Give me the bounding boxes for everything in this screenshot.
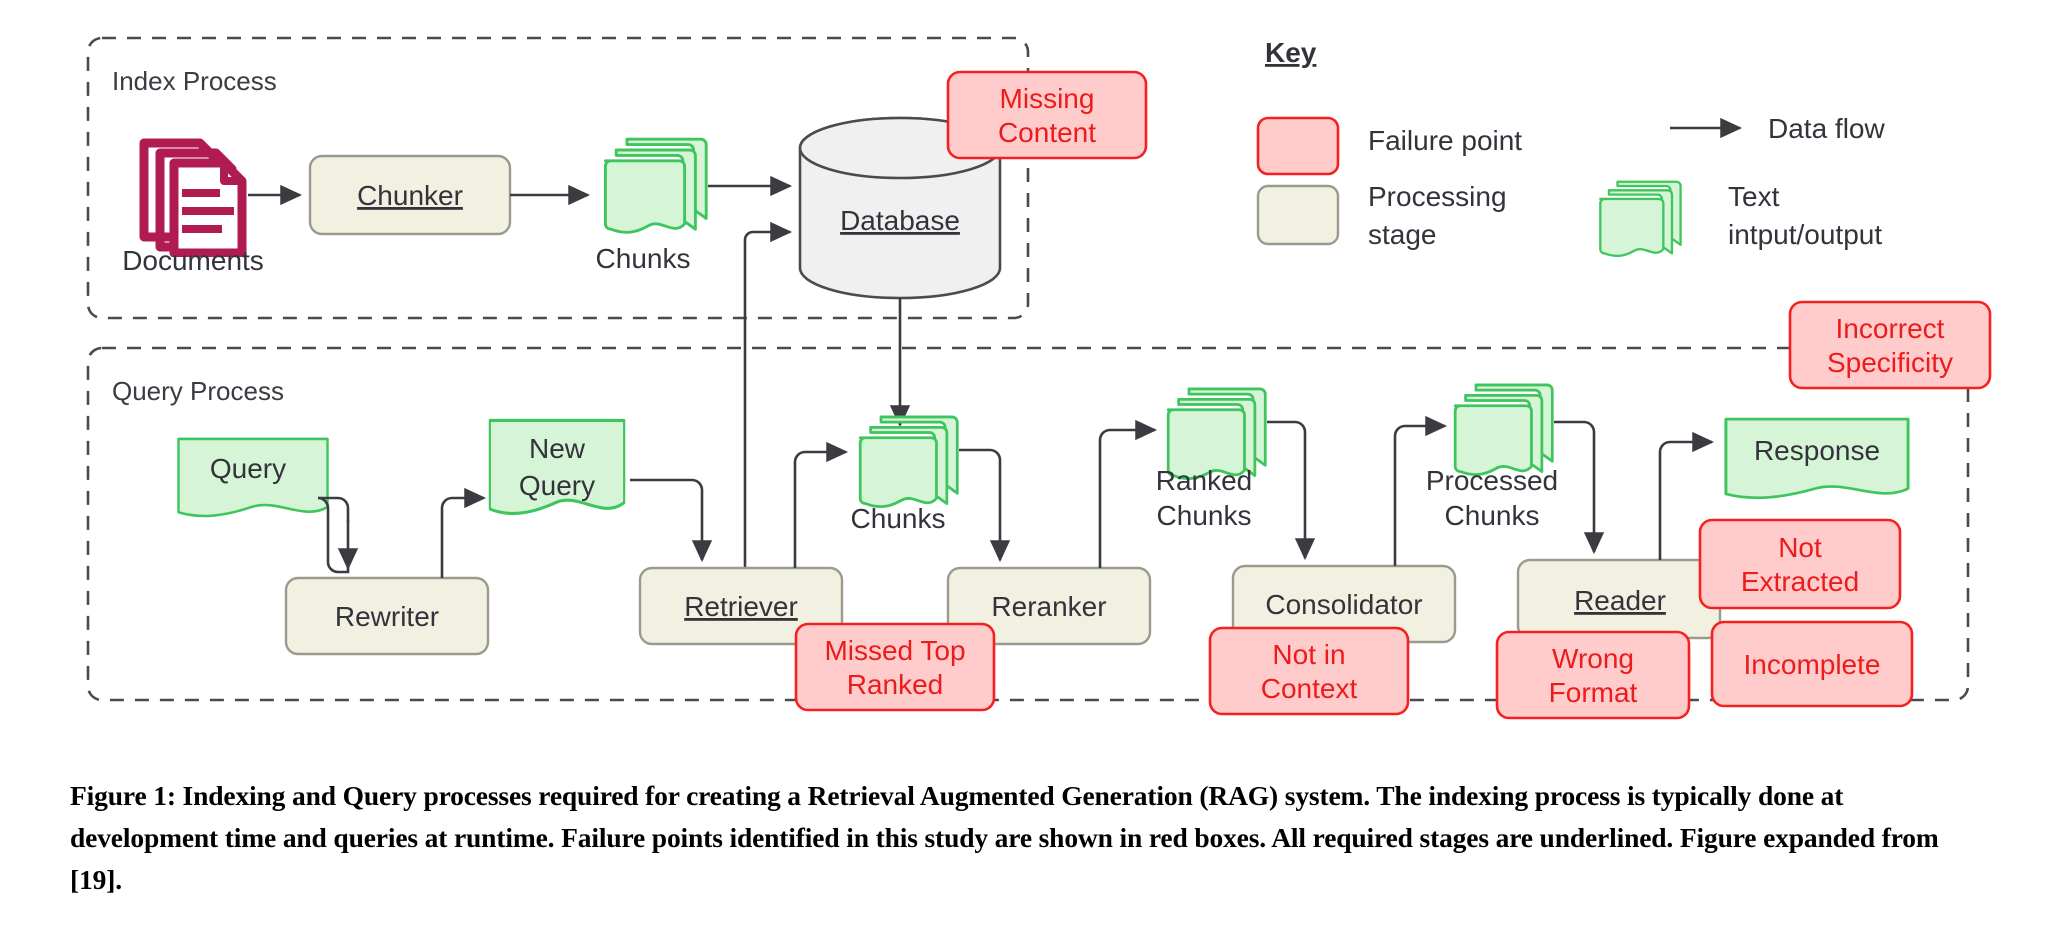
failure-missed-top-ranked-line2: Ranked	[847, 669, 944, 700]
rag-pipeline-diagram: Index Process Query Process Documents Ch…	[86, 36, 1992, 720]
reranker-box[interactable]	[946, 566, 1152, 646]
group-index-process: Index Process	[86, 36, 1030, 320]
failure-wrong-format-line2: Format	[1549, 677, 1638, 708]
flow-query-elbow	[318, 496, 350, 522]
new-query-label-line1: New	[529, 433, 586, 464]
legend-text-chunks-icon	[1599, 180, 1682, 258]
failure-incomplete-box	[1710, 620, 1914, 708]
chunker-node[interactable]: Chunker	[308, 154, 512, 236]
legend-failure-label: Failure point	[1368, 125, 1522, 156]
query-chunks-icon	[858, 415, 959, 509]
flow-consolidator-to-processedchunks	[1393, 415, 1448, 566]
chunker-label: Chunker	[357, 180, 463, 211]
legend-text-label-line1: Text	[1728, 181, 1780, 212]
rewriter-label: Rewriter	[335, 601, 439, 632]
legend-failure-swatch	[1256, 116, 1340, 176]
reranker-label: Reranker	[991, 591, 1106, 622]
figure-caption: Figure 1: Indexing and Query processes r…	[70, 780, 1939, 895]
database-label: Database	[840, 205, 960, 236]
retriever-label: Retriever	[684, 591, 798, 622]
consolidator-node[interactable]: Consolidator	[1231, 564, 1457, 644]
flow-chunks-to-reranker	[959, 448, 1011, 563]
failure-missed-top-ranked: Missed Top Ranked	[794, 622, 996, 712]
query-node: Query	[177, 437, 329, 518]
failure-missing-content: Missing Content	[946, 70, 1148, 160]
flow-retriever-to-database	[743, 221, 793, 600]
failure-not-extracted-box	[1698, 518, 1902, 610]
flow-newquery-to-retriever	[630, 478, 713, 563]
index-process-label: Index Process	[112, 66, 277, 96]
failure-not-in-context-line1: Not in	[1272, 639, 1345, 670]
reader-label: Reader	[1574, 585, 1666, 616]
processed-chunks-icon	[1453, 383, 1554, 477]
query-label: Query	[210, 453, 286, 484]
failure-not-extracted-line1: Not	[1778, 532, 1822, 563]
failure-missed-top-ranked-box	[794, 622, 996, 712]
query-chunks-node: Chunks	[851, 415, 959, 534]
failure-wrong-format-line1: Wrong	[1552, 643, 1634, 674]
failure-not-in-context-box	[1208, 626, 1410, 716]
group-query-process: Query Process	[86, 346, 1970, 702]
documents-node: Documents	[122, 143, 264, 276]
documents-label: Documents	[122, 245, 264, 276]
flow-processedchunks-to-reader	[1554, 420, 1605, 555]
failure-not-in-context-line2: Context	[1261, 673, 1358, 704]
rewriter-box[interactable]	[284, 576, 490, 656]
flow-query-to-rewriter-path	[317, 496, 350, 574]
documents-icon	[144, 143, 242, 253]
failure-incomplete: Incomplete	[1710, 620, 1914, 708]
failure-wrong-format: Wrong Format	[1495, 630, 1691, 720]
legend-stage-label-line2: stage	[1368, 219, 1437, 250]
ranked-chunks-label-line1: Ranked	[1156, 465, 1253, 496]
new-query-label-line2: Query	[519, 470, 595, 501]
failure-incorrect-specificity-line2: Specificity	[1827, 347, 1953, 378]
query-chunks-label: Chunks	[851, 503, 946, 534]
processed-chunks-node: Processed Chunks	[1426, 383, 1558, 531]
flow-rankedchunks-to-consolidator	[1267, 420, 1316, 561]
processed-chunks-label-line2: Chunks	[1445, 500, 1540, 531]
failure-missing-content-line2: Content	[998, 117, 1096, 148]
index-chunks-label: Chunks	[596, 243, 691, 274]
query-process-label: Query Process	[112, 376, 284, 406]
failure-not-extracted-line2: Extracted	[1741, 566, 1859, 597]
processed-chunks-label-line1: Processed	[1426, 465, 1558, 496]
failure-not-in-context: Not in Context	[1208, 626, 1410, 716]
failure-incorrect-specificity: Incorrect Specificity	[1788, 300, 1992, 390]
reader-node[interactable]: Reader	[1516, 558, 1722, 640]
legend-stage-label-line1: Processing	[1368, 181, 1507, 212]
index-process-border	[86, 36, 1030, 320]
flow-retriever-to-chunks	[793, 441, 849, 568]
flow-rewriter-to-newquery	[440, 487, 487, 578]
rewriter-node[interactable]: Rewriter	[284, 576, 490, 656]
reranker-node[interactable]: Reranker	[946, 566, 1152, 646]
new-query-node: New Query	[488, 418, 626, 516]
legend-text-label-line2: intput/output	[1728, 219, 1882, 250]
response-label: Response	[1754, 435, 1880, 466]
flow-reranker-to-rankedchunks	[1098, 419, 1158, 568]
retriever-node[interactable]: Retriever	[638, 566, 844, 646]
legend: Key Failure point Processing stage Data …	[1256, 37, 1885, 258]
failure-incorrect-specificity-line1: Incorrect	[1836, 313, 1945, 344]
failure-missing-content-box	[946, 70, 1148, 160]
consolidator-label: Consolidator	[1265, 589, 1422, 620]
failure-not-extracted: Not Extracted	[1698, 518, 1902, 610]
index-chunks-node: Chunks	[596, 137, 708, 274]
failure-missed-top-ranked-line1: Missed Top	[824, 635, 965, 666]
ranked-chunks-label-line2: Chunks	[1157, 500, 1252, 531]
legend-dataflow-label: Data flow	[1768, 113, 1885, 144]
response-node: Response	[1724, 417, 1910, 500]
text-chunks-icon	[603, 137, 708, 234]
legend-stage-swatch	[1256, 184, 1340, 246]
ranked-chunks-node: Ranked Chunks	[1156, 387, 1267, 531]
failure-missing-content-line1: Missing	[1000, 83, 1095, 114]
legend-title: Key	[1265, 37, 1317, 68]
retriever-box[interactable]	[638, 566, 844, 646]
failure-wrong-format-box	[1495, 630, 1691, 720]
failure-incorrect-specificity-box	[1788, 300, 1992, 390]
flow-reader-to-response	[1658, 431, 1715, 560]
query-process-border	[86, 346, 1970, 702]
failure-incomplete-line1: Incomplete	[1744, 649, 1881, 680]
